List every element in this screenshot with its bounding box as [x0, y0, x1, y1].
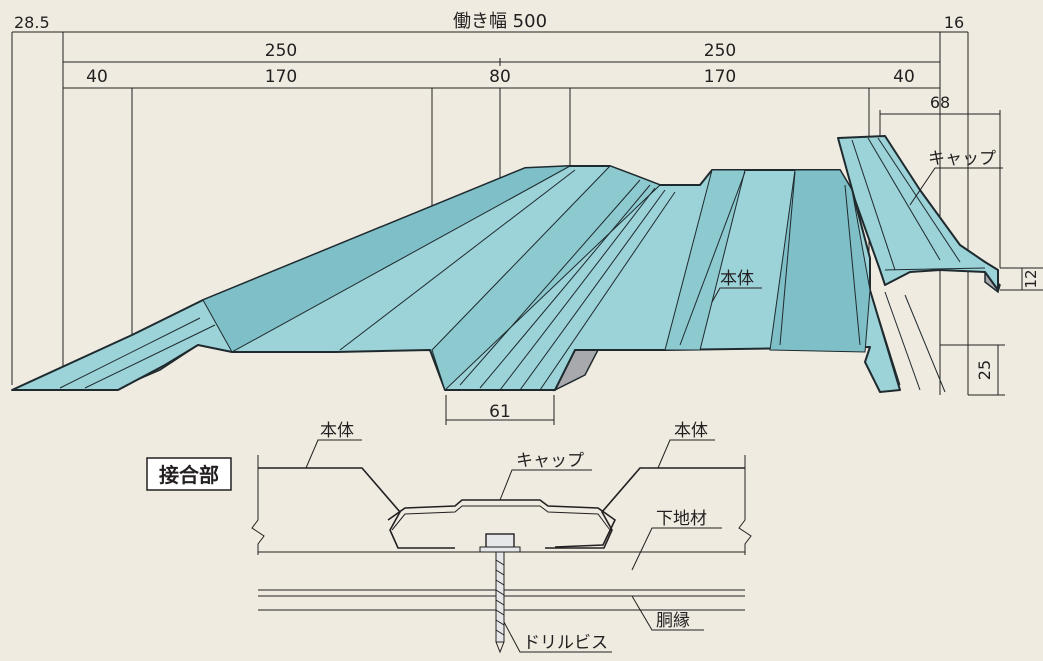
screw-head — [485, 533, 515, 549]
joint-label-drill-screw: ドリルビス — [523, 633, 608, 653]
joint-label-substrate: 下地材 — [656, 509, 707, 529]
joint-label-purlin: 胴縁 — [656, 611, 690, 631]
dim-seg-40-right: 40 — [893, 67, 915, 87]
dim-rib-base: 61 — [489, 402, 511, 422]
joint-label-cap: キャップ — [516, 451, 584, 471]
dim-seg-170-right: 170 — [704, 67, 736, 87]
screw-shaft — [495, 551, 505, 643]
rib-face-3 — [664, 169, 746, 351]
dim-seg-40-left: 40 — [86, 67, 108, 87]
dim-half-left: 250 — [265, 41, 297, 61]
dimension-texts: 28.5 働き幅 500 16 250 250 40 170 80 170 40… — [14, 11, 1040, 422]
joint-title: 接合部 — [159, 463, 219, 487]
cap-surface — [837, 135, 999, 291]
dim-right-overhang: 16 — [944, 13, 964, 32]
dim-half-right: 250 — [704, 41, 736, 61]
dim-seg-170-left: 170 — [265, 67, 297, 87]
joint-label-body-left: 本体 — [320, 421, 354, 441]
dim-seg-80: 80 — [489, 67, 511, 87]
label-body: 本体 — [720, 269, 754, 289]
dim-working-width: 働き幅 500 — [453, 11, 547, 32]
label-cap: キャップ — [928, 149, 996, 169]
rib-face-1 — [202, 165, 571, 353]
dim-left-overhang: 28.5 — [14, 13, 50, 32]
joint-title-box — [146, 457, 232, 491]
roof-panel-3d — [11, 135, 1001, 393]
dim-cap-height: 12 — [1022, 269, 1040, 288]
dim-cap-width: 68 — [930, 93, 950, 112]
joint-section: 接合部 本体 本体 キャップ 下地材 胴縁 ドリルビス — [146, 421, 752, 654]
joint-label-body-right: 本体 — [674, 421, 708, 441]
panel-labels: キャップ 本体 — [711, 149, 1003, 303]
dim-rib-height: 25 — [975, 360, 994, 380]
